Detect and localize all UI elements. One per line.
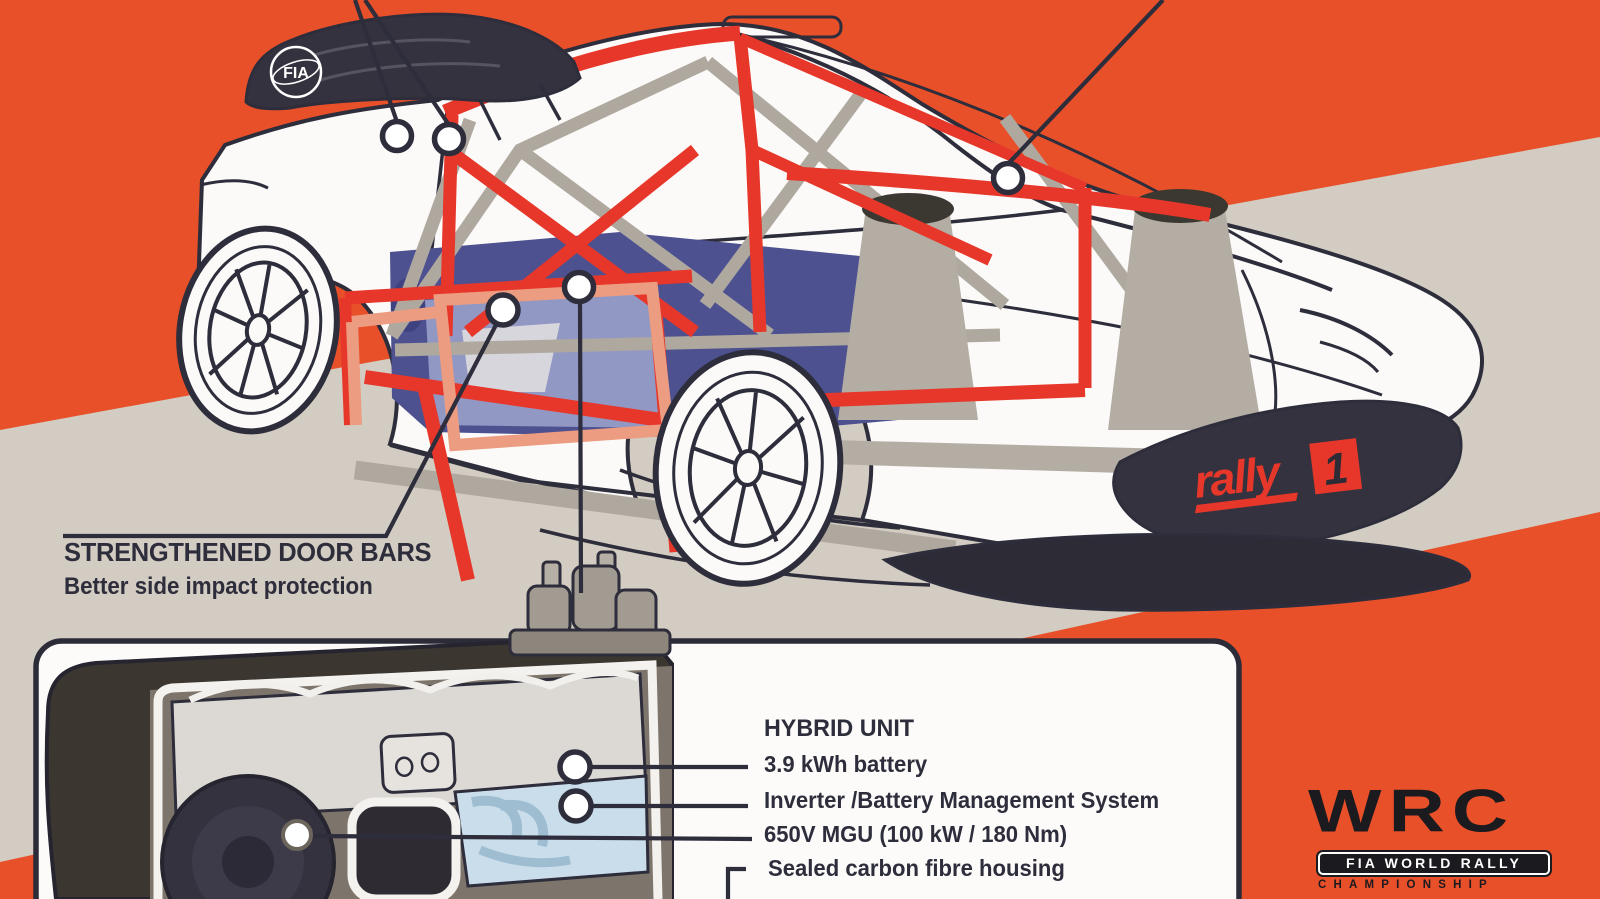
leader-mgu [310, 833, 753, 842]
callout-door-bars [485, 292, 521, 328]
mgu-motor [160, 774, 336, 899]
front-bumper: rally 1 [881, 399, 1471, 612]
inverter [453, 774, 650, 888]
front-splitter [881, 532, 1471, 612]
callout-inverter [558, 788, 594, 824]
door-bars-title: STRENGTHENED DOOR BARS [64, 537, 432, 567]
car-illustration: FIA rally 1 [176, 12, 1484, 612]
wrc-logo-tagline: CHAMPIONSHIP [1318, 879, 1494, 891]
hybrid-title: HYBRID UNIT [764, 715, 915, 742]
hybrid-unit-illustration [44, 550, 674, 899]
leader-lines [63, 0, 1165, 899]
rear-wheel [176, 225, 340, 435]
housing-opening [347, 797, 461, 899]
leader-hybrid-location [577, 301, 584, 594]
callout-rear [990, 160, 1026, 196]
leader-roof-1 [353, 0, 399, 123]
callout-hybrid-location [561, 269, 597, 305]
callout-markers [281, 118, 1026, 851]
hv-connector-cluster [508, 550, 672, 657]
leader-housing-bracket [725, 866, 746, 899]
rally1-logo: rally 1 [1191, 438, 1363, 514]
hybrid-item-battery: 3.9 kWh battery [764, 751, 928, 777]
callout-battery [557, 749, 593, 785]
rear-wing: FIA [244, 12, 582, 141]
fia-roundel-text: FIA [283, 65, 309, 82]
hybrid-item-inverter: Inverter /Battery Management System [764, 787, 1160, 813]
leader-rear [1006, 0, 1165, 166]
door-bars-subtitle: Better side impact protection [64, 573, 373, 600]
rally1-number: 1 [1321, 443, 1351, 495]
fia-roundel: FIA [269, 45, 323, 99]
front-wheel [652, 349, 844, 587]
leader-door-bars [63, 322, 499, 539]
wrc-logo-mark: WRC [1308, 776, 1516, 845]
callout-roof-1 [379, 118, 415, 154]
hybrid-item-housing: Sealed carbon fibre housing [768, 855, 1065, 881]
wrc-logo-badge: FIA WORLD RALLY [1316, 850, 1552, 877]
wrc-badge-text: FIA WORLD RALLY [1318, 852, 1550, 875]
callout-mgu [281, 819, 313, 851]
callout-roof-2 [431, 121, 467, 157]
cutaway-edge [153, 660, 663, 899]
hybrid-item-mgu: 650V MGU (100 kW / 180 Nm) [764, 821, 1068, 847]
leader-roof-2 [363, 0, 451, 127]
